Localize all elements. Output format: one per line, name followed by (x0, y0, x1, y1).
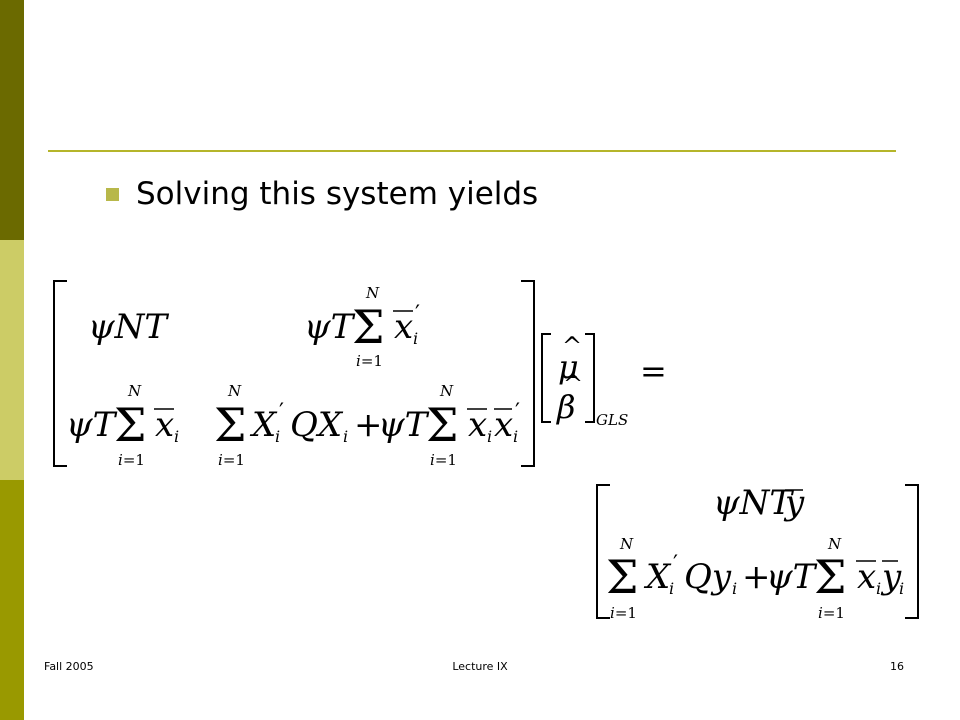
footer-date: Fall 2005 (44, 660, 94, 673)
left-bracket-open (53, 280, 67, 467)
equals-sign: = (640, 352, 667, 390)
svg-text:i=1: i=1 (118, 451, 145, 469)
svg-text:ψNT: ψNT (713, 483, 794, 523)
svg-text:Σ: Σ (214, 398, 247, 452)
svg-text:x: x (468, 405, 487, 445)
beta-hat: β (556, 388, 576, 426)
svg-text:x: x (857, 557, 876, 597)
svg-text:Σ: Σ (814, 550, 847, 604)
svg-text:N: N (439, 382, 454, 400)
svg-text:′: ′ (515, 400, 520, 425)
svg-text:x: x (494, 405, 513, 445)
svg-text:y: y (880, 557, 902, 597)
vector-bracket-close (585, 333, 595, 423)
sidebar-band-bottom (0, 480, 24, 720)
svg-text:N: N (127, 382, 142, 400)
svg-text:y: y (783, 483, 805, 523)
mu-hat: μ (558, 348, 579, 386)
svg-text:N: N (619, 535, 634, 553)
vector-bracket-open (541, 333, 551, 423)
svg-text:Σ: Σ (606, 550, 639, 604)
rhs-vector: ψNT y Σ N i=1 X i ′ Qy i + ψT Σ N i=1 x … (596, 483, 919, 622)
svg-text:i=1: i=1 (430, 451, 457, 469)
svg-text:i=1: i=1 (218, 451, 245, 469)
entry-psi-n-t: ψNT (88, 307, 169, 347)
svg-text:x: x (155, 405, 174, 445)
svg-text:′: ′ (415, 302, 420, 327)
svg-text:i: i (899, 579, 904, 598)
square-bullet-icon (106, 188, 119, 201)
left-bracket-close (521, 280, 535, 467)
svg-text:ψT: ψT (766, 557, 818, 597)
svg-text:N: N (227, 382, 242, 400)
svg-text:X: X (643, 557, 672, 597)
svg-text:ψT: ψT (66, 405, 118, 445)
svg-text:Σ: Σ (426, 398, 459, 452)
lhs-matrix: ψNT ψT Σ N i=1 x i ′ ψT Σ N i=1 x i Σ N … (53, 280, 535, 469)
entry-sum-xqx-plus-psi-t-sum: Σ N i=1 X i ′ QX i + ψT Σ N i=1 x i x i … (214, 382, 520, 469)
svg-text:X: X (249, 405, 278, 445)
svg-text:Σ: Σ (114, 398, 147, 452)
svg-text:′: ′ (673, 552, 678, 577)
svg-text:+: + (742, 557, 771, 597)
svg-text:i: i (174, 427, 179, 446)
svg-text:′: ′ (279, 400, 284, 425)
rhs-bracket-close (905, 484, 919, 619)
sidebar-band-middle (0, 240, 24, 480)
sidebar-band-top (0, 0, 24, 240)
footer-title: Lecture IX (452, 660, 508, 673)
estimator-vector: μ ^ β ^ GLS (541, 332, 628, 429)
svg-text:+: + (354, 405, 383, 445)
svg-text:i: i (487, 427, 492, 446)
svg-text:^: ^ (563, 370, 583, 398)
svg-text:i=1: i=1 (610, 604, 637, 622)
bullet-text: Solving this system yields (136, 176, 539, 212)
svg-text:N: N (827, 535, 842, 553)
svg-text:i: i (413, 329, 418, 348)
svg-text:Qy: Qy (684, 557, 732, 597)
svg-text:i: i (275, 427, 280, 446)
slide-number: 16 (890, 660, 904, 673)
svg-text:Σ: Σ (352, 300, 385, 354)
svg-text:i: i (876, 579, 881, 598)
svg-text:i: i (669, 579, 674, 598)
entry-psi-n-t-ybar: ψNT y (713, 483, 805, 523)
svg-text:ψT: ψT (304, 307, 356, 347)
svg-text:QX: QX (290, 405, 344, 445)
svg-text:i: i (513, 427, 518, 446)
svg-text:i=1: i=1 (356, 352, 383, 370)
rhs-bracket-open (596, 484, 610, 619)
title-divider-line (48, 150, 896, 152)
entry-sum-xqy-plus-psi-t-sum: Σ N i=1 X i ′ Qy i + ψT Σ N i=1 x i y i (606, 535, 904, 622)
svg-text:^: ^ (562, 332, 582, 360)
svg-text:i=1: i=1 (818, 604, 845, 622)
svg-text:ψT: ψT (378, 405, 430, 445)
entry-psi-t-sum-xbar: ψT Σ N i=1 x i (66, 382, 179, 469)
svg-text:x: x (394, 307, 413, 347)
svg-text:i: i (343, 427, 348, 446)
entry-psi-t-sum-xbar-prime: ψT Σ N i=1 x i ′ (304, 284, 420, 370)
svg-text:i: i (732, 579, 737, 598)
gls-subscript: GLS (596, 411, 628, 429)
svg-text:N: N (365, 284, 380, 302)
